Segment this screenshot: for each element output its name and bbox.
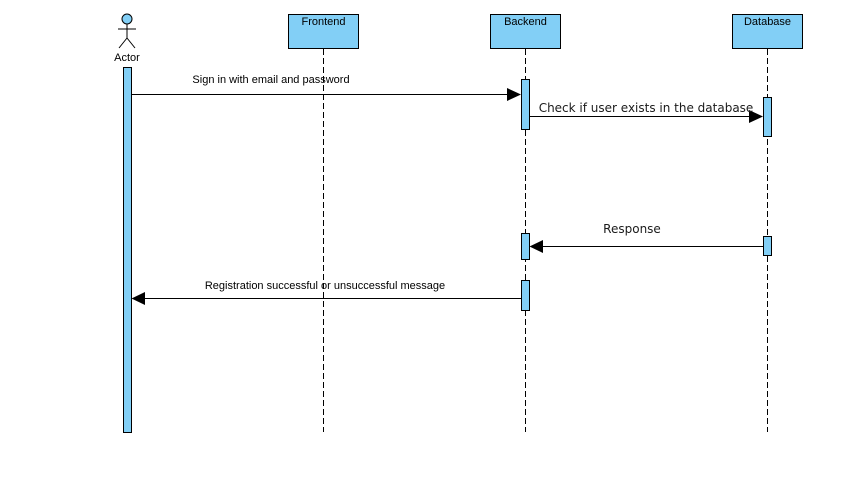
arrowhead-right-icon <box>749 110 763 123</box>
actor[interactable]: Actor <box>114 13 140 64</box>
arrowhead-left-icon <box>131 292 145 305</box>
participant-backend-label: Backend <box>504 16 547 28</box>
backend-activation-2 <box>521 233 530 260</box>
participant-database-label: Database <box>744 16 791 28</box>
participant-database-box <box>732 14 803 49</box>
actor-activation <box>123 67 132 433</box>
message-registration-result[interactable]: Registration successful or unsuccessful … <box>131 280 522 305</box>
participant-frontend-label: Frontend <box>301 16 345 28</box>
participant-frontend-box <box>288 14 359 49</box>
message-response[interactable]: Response <box>529 222 764 253</box>
message-check-user-label: Check if user exists in the database <box>539 101 754 115</box>
participant-backend[interactable]: Backend <box>490 14 561 49</box>
database-activation-1 <box>763 97 772 137</box>
arrowhead-right-icon <box>507 88 521 101</box>
participant-backend-box <box>490 14 561 49</box>
stick-figure-icon <box>118 13 136 49</box>
database-activation-2 <box>763 236 772 256</box>
message-sign-in[interactable]: Sign in with email and password <box>131 74 522 101</box>
message-registration-result-label: Registration successful or unsuccessful … <box>205 280 445 292</box>
actor-label: Actor <box>114 52 140 64</box>
backend-activation-3 <box>521 280 530 311</box>
backend-activation-1 <box>521 79 530 130</box>
message-check-user[interactable]: Check if user exists in the database <box>529 101 764 123</box>
arrowhead-left-icon <box>529 240 543 253</box>
participant-database[interactable]: Database <box>732 14 803 49</box>
participant-frontend[interactable]: Frontend <box>288 14 359 49</box>
message-sign-in-label: Sign in with email and password <box>192 74 349 86</box>
message-response-label: Response <box>603 222 661 236</box>
